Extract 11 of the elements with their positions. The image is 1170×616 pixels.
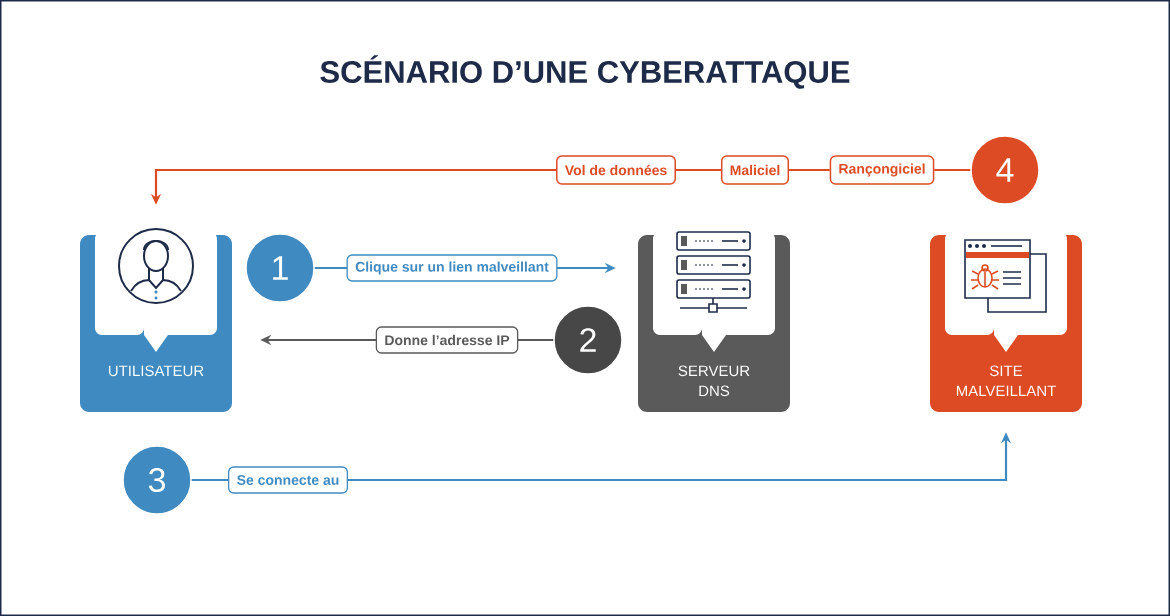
- edge-label: Donne l’adresse IP: [375, 326, 519, 354]
- card: SERVEUR DNS: [638, 232, 790, 412]
- tag-box: Rançongiciel: [829, 155, 935, 185]
- edge-label: Se connecte au: [228, 466, 348, 494]
- title: SCÉNARIO D’UNE CYBERATTAQUE: [320, 55, 850, 89]
- tag-box: Vol de données: [556, 155, 676, 185]
- connector: [934, 168, 971, 172]
- tag-box: Maliciel: [720, 155, 790, 185]
- connector: [675, 168, 721, 172]
- edge-label: Clique sur un lien malveillant: [346, 254, 558, 282]
- connector: [789, 168, 830, 172]
